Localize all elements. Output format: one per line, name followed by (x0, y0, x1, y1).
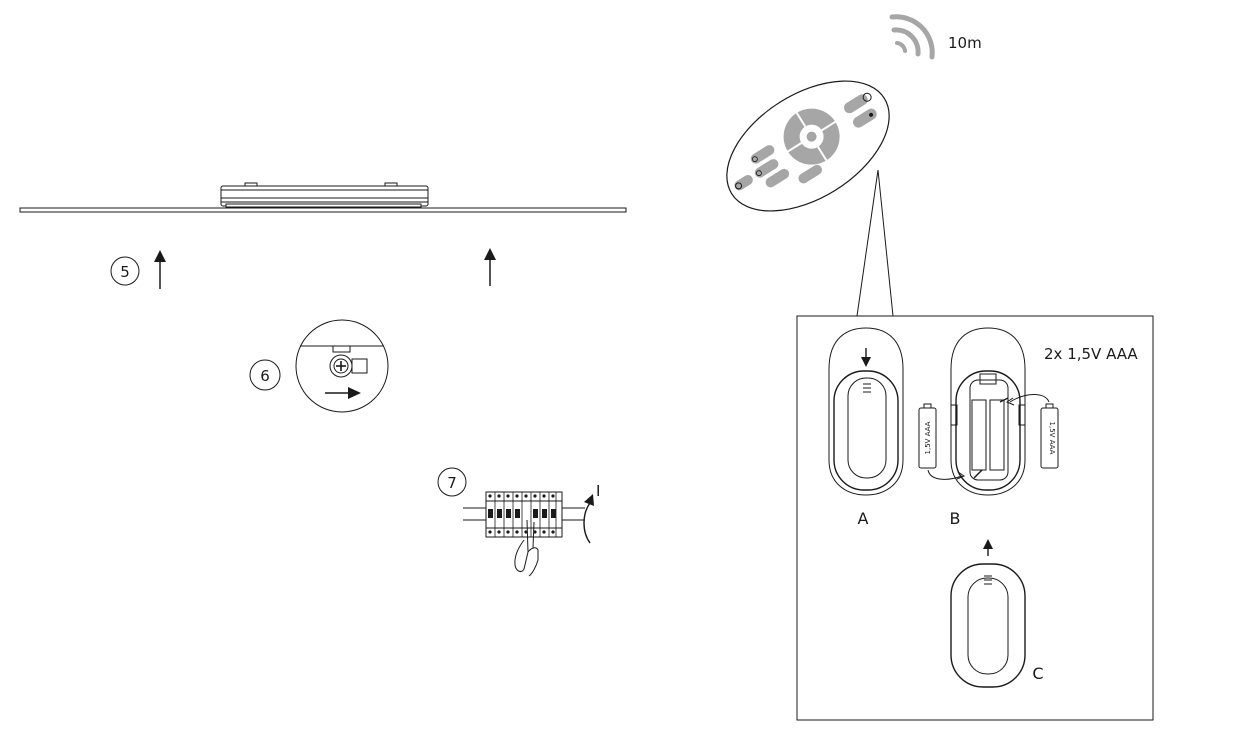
breaker-on-mark: I (596, 482, 600, 500)
remote-back-a (828, 327, 904, 496)
battery-left (971, 399, 987, 471)
lift-arrows (154, 248, 496, 289)
step-6-number: 6 (260, 367, 270, 385)
hand-outline (514, 539, 539, 577)
battery-right-text: 1,5V AAA (1048, 422, 1056, 455)
battery-spec: 2x 1,5V AAA (1044, 345, 1138, 363)
label-a: A (858, 509, 869, 528)
circuit-breaker: I (463, 482, 600, 577)
label-b: B (950, 509, 961, 528)
remote-button-2 (754, 159, 779, 178)
battery-right (989, 399, 1005, 471)
loose-battery-right (1005, 394, 1059, 469)
remote-back-b (950, 327, 1026, 496)
step-7-number: 7 (447, 474, 457, 492)
step-5-number: 5 (120, 263, 130, 281)
remote-button-5 (734, 175, 753, 191)
screw-detail (295, 319, 389, 413)
signal-waves-icon (889, 14, 935, 60)
remote-control (726, 80, 890, 212)
label-c: C (1032, 664, 1043, 683)
switch-arrow (583, 502, 591, 544)
battery-left-text: 1,5V AAA (924, 421, 932, 454)
remote-back-c (950, 539, 1026, 688)
range-label: 10m (948, 34, 982, 52)
panel-side-view (19, 182, 627, 213)
remote-button-3 (765, 168, 790, 188)
step-6-marker: 6 (249, 359, 281, 391)
power-on-button (844, 94, 868, 114)
remote-button-4 (798, 164, 823, 184)
step-5-marker: 5 (110, 256, 140, 286)
step-7-marker: 7 (437, 467, 467, 497)
remote-button-1 (750, 145, 775, 164)
battery-panel: A B 1,5V AAA 1,5V AAA (796, 315, 1154, 721)
loose-battery-left (918, 403, 966, 480)
callout-leader (856, 169, 894, 317)
